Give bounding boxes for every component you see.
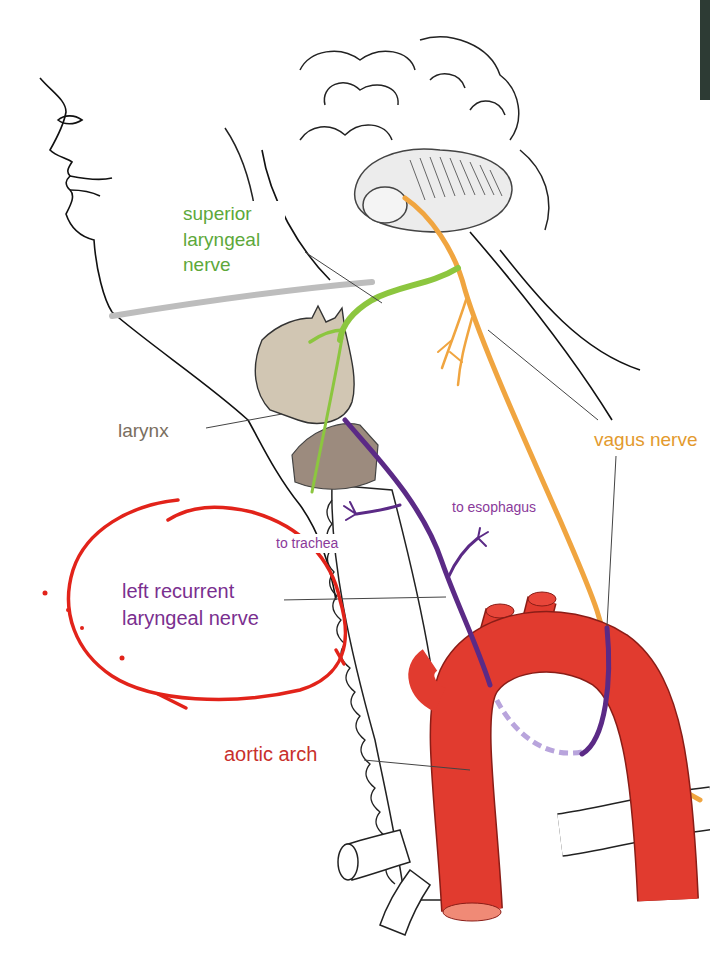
lip — [70, 190, 100, 196]
aorta-outline — [461, 642, 668, 910]
cricoid-cartilage — [292, 424, 378, 490]
leader-line — [488, 330, 598, 420]
leader-line — [305, 252, 382, 303]
dot — [43, 591, 48, 596]
leader-line — [206, 414, 282, 428]
bronchus — [380, 870, 430, 935]
leader-line — [364, 760, 470, 770]
skull-base — [355, 149, 512, 232]
vagus-branch — [458, 318, 472, 385]
aorta-drawing — [421, 592, 668, 921]
external-branch — [312, 338, 342, 492]
recurrent-loop — [582, 628, 609, 754]
internal-branch — [310, 330, 344, 342]
circle-stroke — [69, 500, 346, 699]
eye — [58, 116, 82, 124]
branch-label: to esophagus — [450, 498, 538, 517]
bronchus-end — [338, 844, 358, 880]
dot — [80, 626, 84, 630]
brain-curl — [430, 74, 465, 88]
brain-curl — [420, 37, 519, 140]
jaw-shadow — [112, 282, 372, 316]
nerve-label: left recurrent laryngeal nerve — [120, 578, 284, 632]
hand-drawn-dots — [43, 591, 125, 661]
esophagus-twig — [478, 528, 488, 546]
trachea-twig — [344, 502, 356, 520]
leader-line — [280, 597, 446, 600]
trachea-branch — [356, 505, 400, 514]
circle-tail — [158, 694, 186, 708]
vessel-label: aortic arch — [222, 741, 319, 768]
vagus-twig — [438, 340, 462, 362]
leader-line — [607, 456, 616, 626]
recurrent-ascending — [345, 420, 490, 685]
brain-curl — [520, 150, 549, 230]
aorta-end — [443, 903, 501, 921]
neck-back — [500, 250, 640, 370]
dot — [120, 656, 125, 661]
superior-laryngeal-trunk — [340, 268, 458, 340]
organ-label: larynx — [116, 418, 171, 444]
leader-lines — [206, 252, 616, 770]
hand-drawn-circle — [69, 500, 346, 708]
brain-curl — [324, 83, 398, 105]
trachea-rings — [327, 500, 395, 884]
thyroid-cartilage — [255, 306, 354, 423]
face-profile — [40, 78, 112, 312]
skull-base-shape — [355, 149, 512, 232]
nerve-behind-aorta — [490, 685, 582, 753]
neck-back — [470, 232, 612, 420]
superior-laryngeal-drawing — [310, 268, 458, 492]
dot — [66, 608, 70, 612]
skull-base-stripes — [410, 157, 502, 200]
skull-base-end — [363, 187, 407, 223]
circle-tail — [336, 650, 344, 664]
nerve-label: vagus nerve — [592, 427, 700, 453]
brachiocephalic-stub — [421, 660, 440, 700]
aortic-arch-shape — [461, 642, 668, 910]
esophagus-branch — [448, 538, 478, 578]
brain-curl — [470, 101, 505, 115]
recurrent-laryngeal-drawing — [344, 420, 609, 754]
branch-label: to trachea — [274, 534, 340, 553]
vessel-end — [528, 592, 556, 606]
mouth — [70, 176, 112, 179]
brain-curl — [300, 51, 415, 70]
nerve-label: superior laryngeal nerve — [181, 201, 285, 278]
edge-tab — [700, 0, 710, 100]
head-line — [225, 128, 255, 210]
brain-curl — [300, 125, 392, 140]
